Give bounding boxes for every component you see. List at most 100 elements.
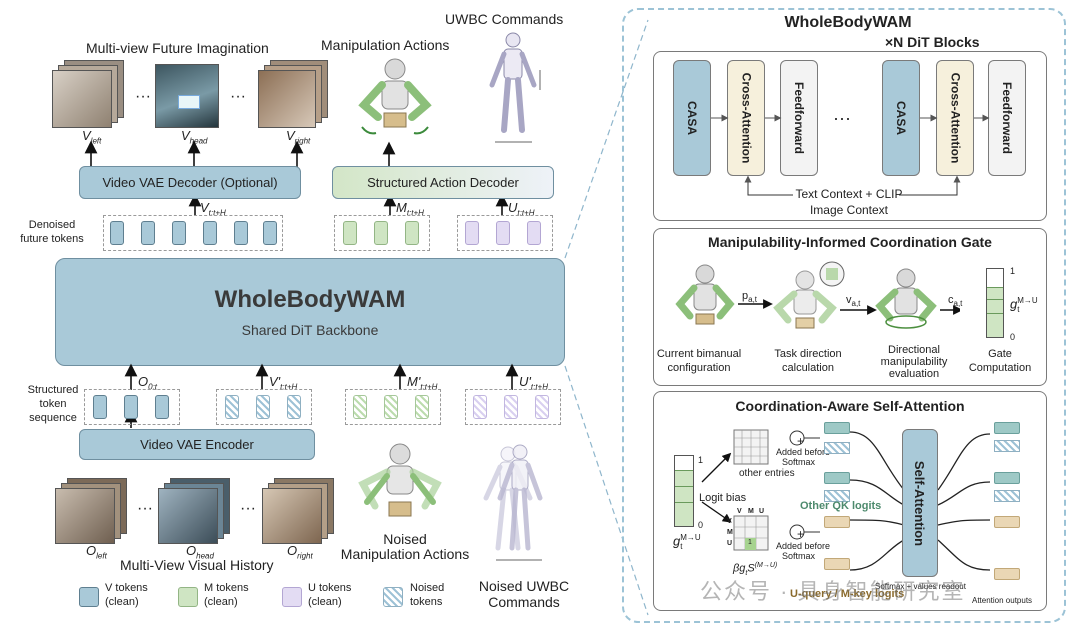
future-imagination-label: Multi-view Future Imagination [86, 40, 269, 56]
out-token-noised [994, 440, 1020, 452]
noised-uwbc-label-2: Commands [488, 594, 560, 610]
input-v-noised-group [216, 389, 312, 425]
token-v [263, 221, 277, 245]
dir-label-3: evaluation [888, 368, 940, 380]
denoised-m-group [334, 215, 430, 251]
dit-blocks-panel [653, 51, 1047, 221]
token-v [203, 221, 217, 245]
token-v-noised [225, 395, 239, 419]
structured-label-3: sequence [29, 412, 77, 424]
input-u-noised-group [465, 389, 561, 425]
right-title: WholeBodyWAM [784, 14, 912, 31]
qk-token-noised [824, 442, 850, 454]
dir-label-2: manipulability [880, 356, 948, 368]
matrix-header-m: M [748, 508, 754, 515]
left-top-arrows [84, 140, 509, 215]
o-left-label: Oleft [86, 543, 107, 561]
token-m-noised [384, 395, 398, 419]
input-o-group [84, 389, 180, 425]
humanoid-uwbc-icon [489, 32, 541, 143]
logit-bias-gauge [674, 455, 694, 527]
history-view-left-stack [55, 478, 135, 546]
other-entries-label: other entries [739, 468, 795, 479]
history-dots-1: ··· [137, 500, 153, 517]
future-view-head [155, 64, 219, 128]
p-at-label: pa,t [742, 290, 758, 305]
casa-block-1: CASA [673, 60, 711, 176]
structured-label-1: Structured [27, 384, 79, 396]
gate-panel-title: Manipulability-Informed Coordination Gat… [708, 234, 992, 250]
matrix-row-u: U [727, 540, 733, 547]
denoised-label-2: future tokens [20, 233, 84, 245]
history-view-head-stack [158, 478, 238, 546]
in-v-label: V't:t+H [269, 374, 298, 392]
visual-history-label: Multi-View Visual History [120, 557, 274, 573]
dit-blocks-label: ×N DiT Blocks [885, 34, 980, 50]
task-label-2: calculation [782, 362, 834, 374]
denoised-u-group [457, 215, 553, 251]
future-view-right-stack [258, 60, 338, 130]
blocks-dots: ··· [833, 108, 851, 128]
token-v [141, 221, 155, 245]
current-label-1: Current bimanual [656, 348, 742, 360]
token-v [124, 395, 138, 419]
legend-v-label-1: V tokens [105, 582, 148, 594]
token-v [155, 395, 169, 419]
humanoid-noised-uwbc-icon [483, 444, 543, 561]
casa-block-2: CASA [882, 60, 920, 176]
token-m-noised [353, 395, 367, 419]
cross-attention-block-2: Cross-Attention [936, 60, 974, 176]
task-label-1: Task direction [774, 348, 842, 360]
plus-sign-2: + [797, 527, 805, 541]
gauge-top-label: 1 [1010, 266, 1016, 276]
added-label-1: Added before [776, 447, 831, 457]
left-bottom-arrows [84, 363, 519, 460]
token-m [343, 221, 357, 245]
legend-noised-label-2: tokens [410, 596, 443, 608]
bias-zero-label: 0 [698, 520, 704, 530]
token-v [93, 395, 107, 419]
gate-label-2: Computation [968, 362, 1032, 374]
input-m-noised-group [345, 389, 441, 425]
future-view-left-stack [52, 60, 132, 130]
denoised-v-group [103, 215, 283, 251]
token-u [527, 221, 541, 245]
qk-token-teal [824, 422, 850, 434]
in-u-label: U't:t+H [519, 374, 548, 392]
plus-sign-1: + [797, 434, 805, 448]
legend-m-label-2: (clean) [204, 596, 238, 608]
qk-token-tan [824, 516, 850, 528]
out-v-label: Vt:t+H [200, 200, 226, 218]
o-right-label: Oright [287, 543, 313, 561]
gate-label-1: Gate [988, 348, 1012, 360]
coordination-gate-panel [653, 228, 1047, 386]
noised-uwbc-label-1: Noised UWBC [478, 578, 570, 594]
out-token-tan [994, 568, 1020, 580]
noised-manip-label-2: Manipulation Actions [340, 546, 470, 562]
added-label-3: Added before [776, 541, 831, 551]
structured-label-2: token [39, 398, 67, 410]
legend-m-label-1: M tokens [204, 582, 249, 594]
legend-noised-label-1: Noised [410, 582, 445, 594]
manipulation-actions-label: Manipulation Actions [321, 37, 450, 53]
token-u-noised [504, 395, 518, 419]
in-m-label: M't:t+H [407, 374, 438, 392]
out-token-tan [994, 516, 1020, 528]
dit-detail-frame [622, 8, 1066, 623]
matrix-row-v: V [727, 518, 732, 525]
softmax-readout-label: Softmax + values readout [875, 582, 966, 591]
uwbc-commands-label: UWBC Commands [445, 11, 564, 27]
token-m-noised [415, 395, 429, 419]
token-u-noised [535, 395, 549, 419]
structured-action-decoder: Structured Action Decoder [332, 166, 554, 199]
beta-term-label: βgtS(M→U) [733, 562, 778, 577]
qk-token-teal [824, 472, 850, 484]
context-label-1: Text Context + CLIP [795, 187, 903, 201]
legend-m-swatch [178, 587, 198, 607]
denoised-label-1: Denoised [28, 219, 76, 231]
csa-panel-title: Coordination-Aware Self-Attention [735, 398, 965, 414]
self-attention-label: Self-Attention [912, 460, 928, 546]
bias-one-label: 1 [698, 455, 704, 465]
